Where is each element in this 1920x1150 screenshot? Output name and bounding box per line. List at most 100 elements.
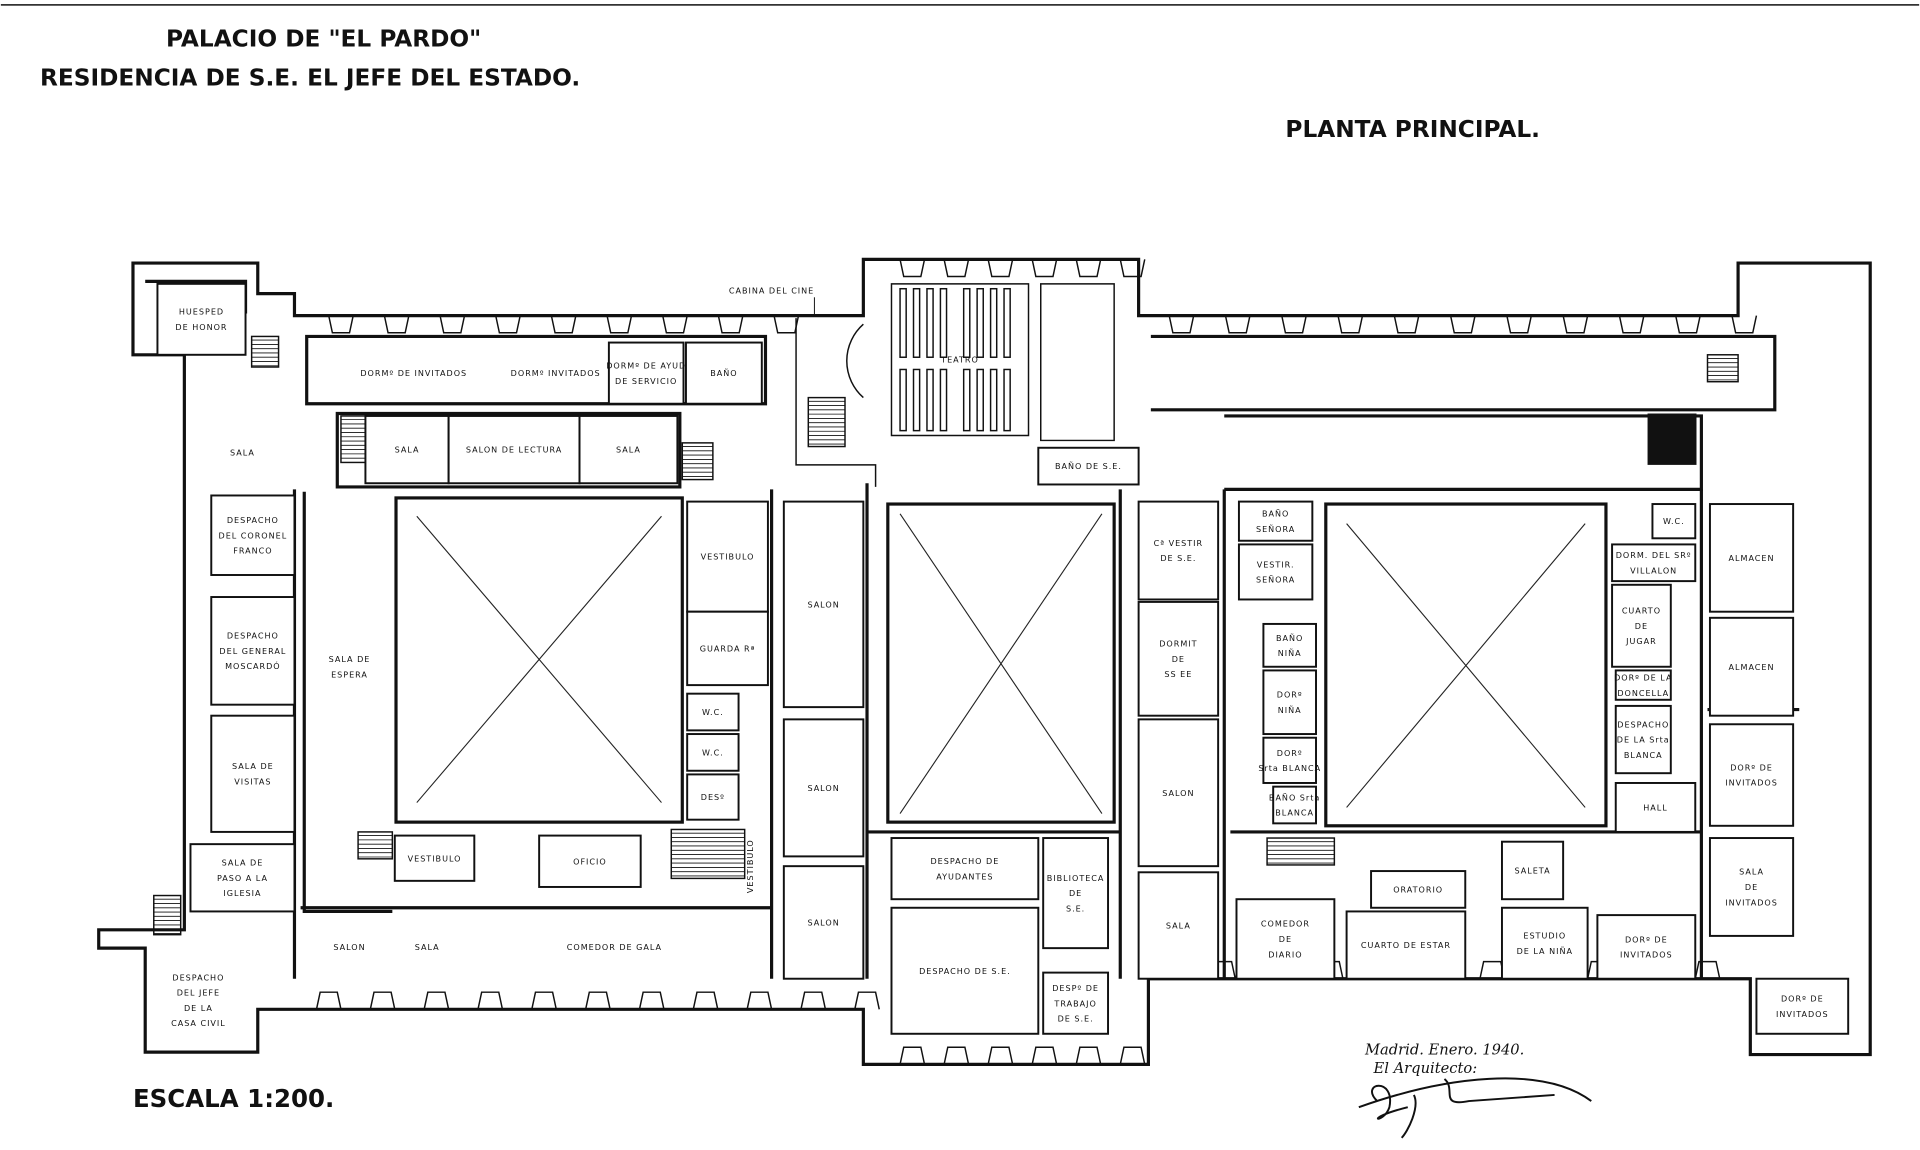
room-label: DE LA Srta (1617, 736, 1670, 745)
room-label: ESTUDIO (1523, 932, 1566, 941)
room-outline (1262, 736, 1317, 784)
room-label: DE (1745, 883, 1758, 892)
room-label: AYUDANTES (936, 872, 993, 881)
window-niche (1731, 315, 1758, 334)
room-label: INVITADOS (1620, 951, 1673, 960)
room-label: BLANCA (1624, 751, 1663, 760)
room-label: OFICIO (573, 857, 607, 866)
staircase (153, 894, 182, 936)
room-almacen: ALMACEN (1708, 503, 1795, 613)
room-outline (890, 837, 1040, 901)
window-niche (1618, 315, 1645, 334)
room-label: Cª VESTIR (1154, 539, 1203, 548)
room-oratorio: ORATORIO (1370, 870, 1467, 909)
room-label: SEÑORA (1256, 524, 1295, 534)
building-outline (97, 257, 1872, 1066)
staircase (340, 415, 367, 464)
window-niche (1119, 259, 1146, 278)
room-label: SEÑORA (1256, 575, 1295, 585)
room-sala: SALA (578, 414, 679, 485)
room-outline (1500, 840, 1565, 901)
room-w-c: W.C. (686, 733, 740, 772)
room-label: SALA DE (232, 762, 274, 771)
window-niche (1479, 960, 1506, 979)
room-label: ALMACEN (1729, 554, 1775, 563)
room-label: DORº DE (1625, 935, 1668, 944)
room-outline (782, 500, 865, 709)
seat-row (939, 287, 948, 358)
window-niche (1393, 315, 1420, 334)
room-label: DE S.E. (1058, 1015, 1094, 1024)
window-niche (439, 315, 466, 334)
room-salon-de-lectura: SALON DE LECTURA (447, 414, 581, 485)
window-niche (606, 315, 633, 334)
theatre-seating (899, 287, 1011, 432)
room-outline (210, 596, 296, 706)
window-niche (1031, 259, 1058, 278)
window-niche (328, 315, 354, 334)
signature-block: Madrid. Enero. 1940. El Arquitecto: (1358, 1042, 1592, 1139)
window-niche (1224, 315, 1251, 334)
room-outline (1708, 837, 1795, 937)
room-label: SALA (616, 446, 641, 455)
room-salon: SALON (782, 718, 865, 858)
staircase (807, 396, 846, 448)
place-date: Madrid. Enero. 1940. (1364, 1042, 1524, 1059)
room-label: DE (1069, 889, 1082, 898)
room-outline (1708, 503, 1795, 613)
staircase (1706, 354, 1739, 383)
room-label: CUARTO DE ESTAR (1361, 941, 1451, 950)
seat-row (976, 368, 984, 432)
room-label: BAÑO DE S.E. (1055, 461, 1122, 471)
room-comedor-de-gala: COMEDOR DE GALA (567, 943, 661, 952)
room-outline (1500, 906, 1589, 980)
room-label: SALA (1739, 868, 1764, 877)
room-guarda-r: GUARDA Rª (686, 610, 769, 687)
room-label: BIBLIOTECA (1047, 874, 1105, 883)
window-niche (800, 991, 827, 1010)
room-outline (1137, 500, 1220, 601)
room-label: TRABAJO (1053, 999, 1096, 1008)
plan-name: PLANTA PRINCIPAL. (1285, 116, 1540, 143)
architect-role: El Arquitecto: (1373, 1060, 1478, 1077)
room-label: DE SERVICIO (615, 377, 677, 386)
room-label: W.C. (1663, 517, 1685, 526)
window-niche (1075, 259, 1102, 278)
scale-label: ESCALA 1:200. (133, 1084, 334, 1113)
room-outline (1611, 583, 1672, 668)
room-outline (447, 414, 581, 485)
room-label: VESTIBULO (408, 854, 462, 863)
room-hall: HALL (1614, 781, 1697, 833)
room-label: ALMACEN (1729, 663, 1775, 672)
room-label: HALL (1643, 804, 1667, 813)
window-niche (746, 991, 773, 1010)
room-salon: SALON (782, 500, 865, 709)
room-label: DORMº INVITADOS (511, 369, 601, 378)
room-baño-de-s-e: BAÑO DE S.E. (1037, 446, 1140, 486)
room-label: DORMº DE INVITADOS (360, 369, 467, 378)
room-outline (686, 610, 769, 687)
room-outline (686, 733, 740, 772)
window-niche (692, 991, 719, 1010)
room-dorm-de-invitados: DORMº DE INVITADOS (360, 369, 467, 378)
window-niche (1119, 1046, 1146, 1065)
room-label: DEL GENERAL (219, 647, 286, 656)
room-label: BAÑO (1262, 509, 1289, 519)
window-niche (1281, 315, 1307, 334)
room-label: VESTIBULO (701, 553, 755, 562)
window-niche (477, 991, 504, 1010)
seat-row (962, 368, 971, 432)
